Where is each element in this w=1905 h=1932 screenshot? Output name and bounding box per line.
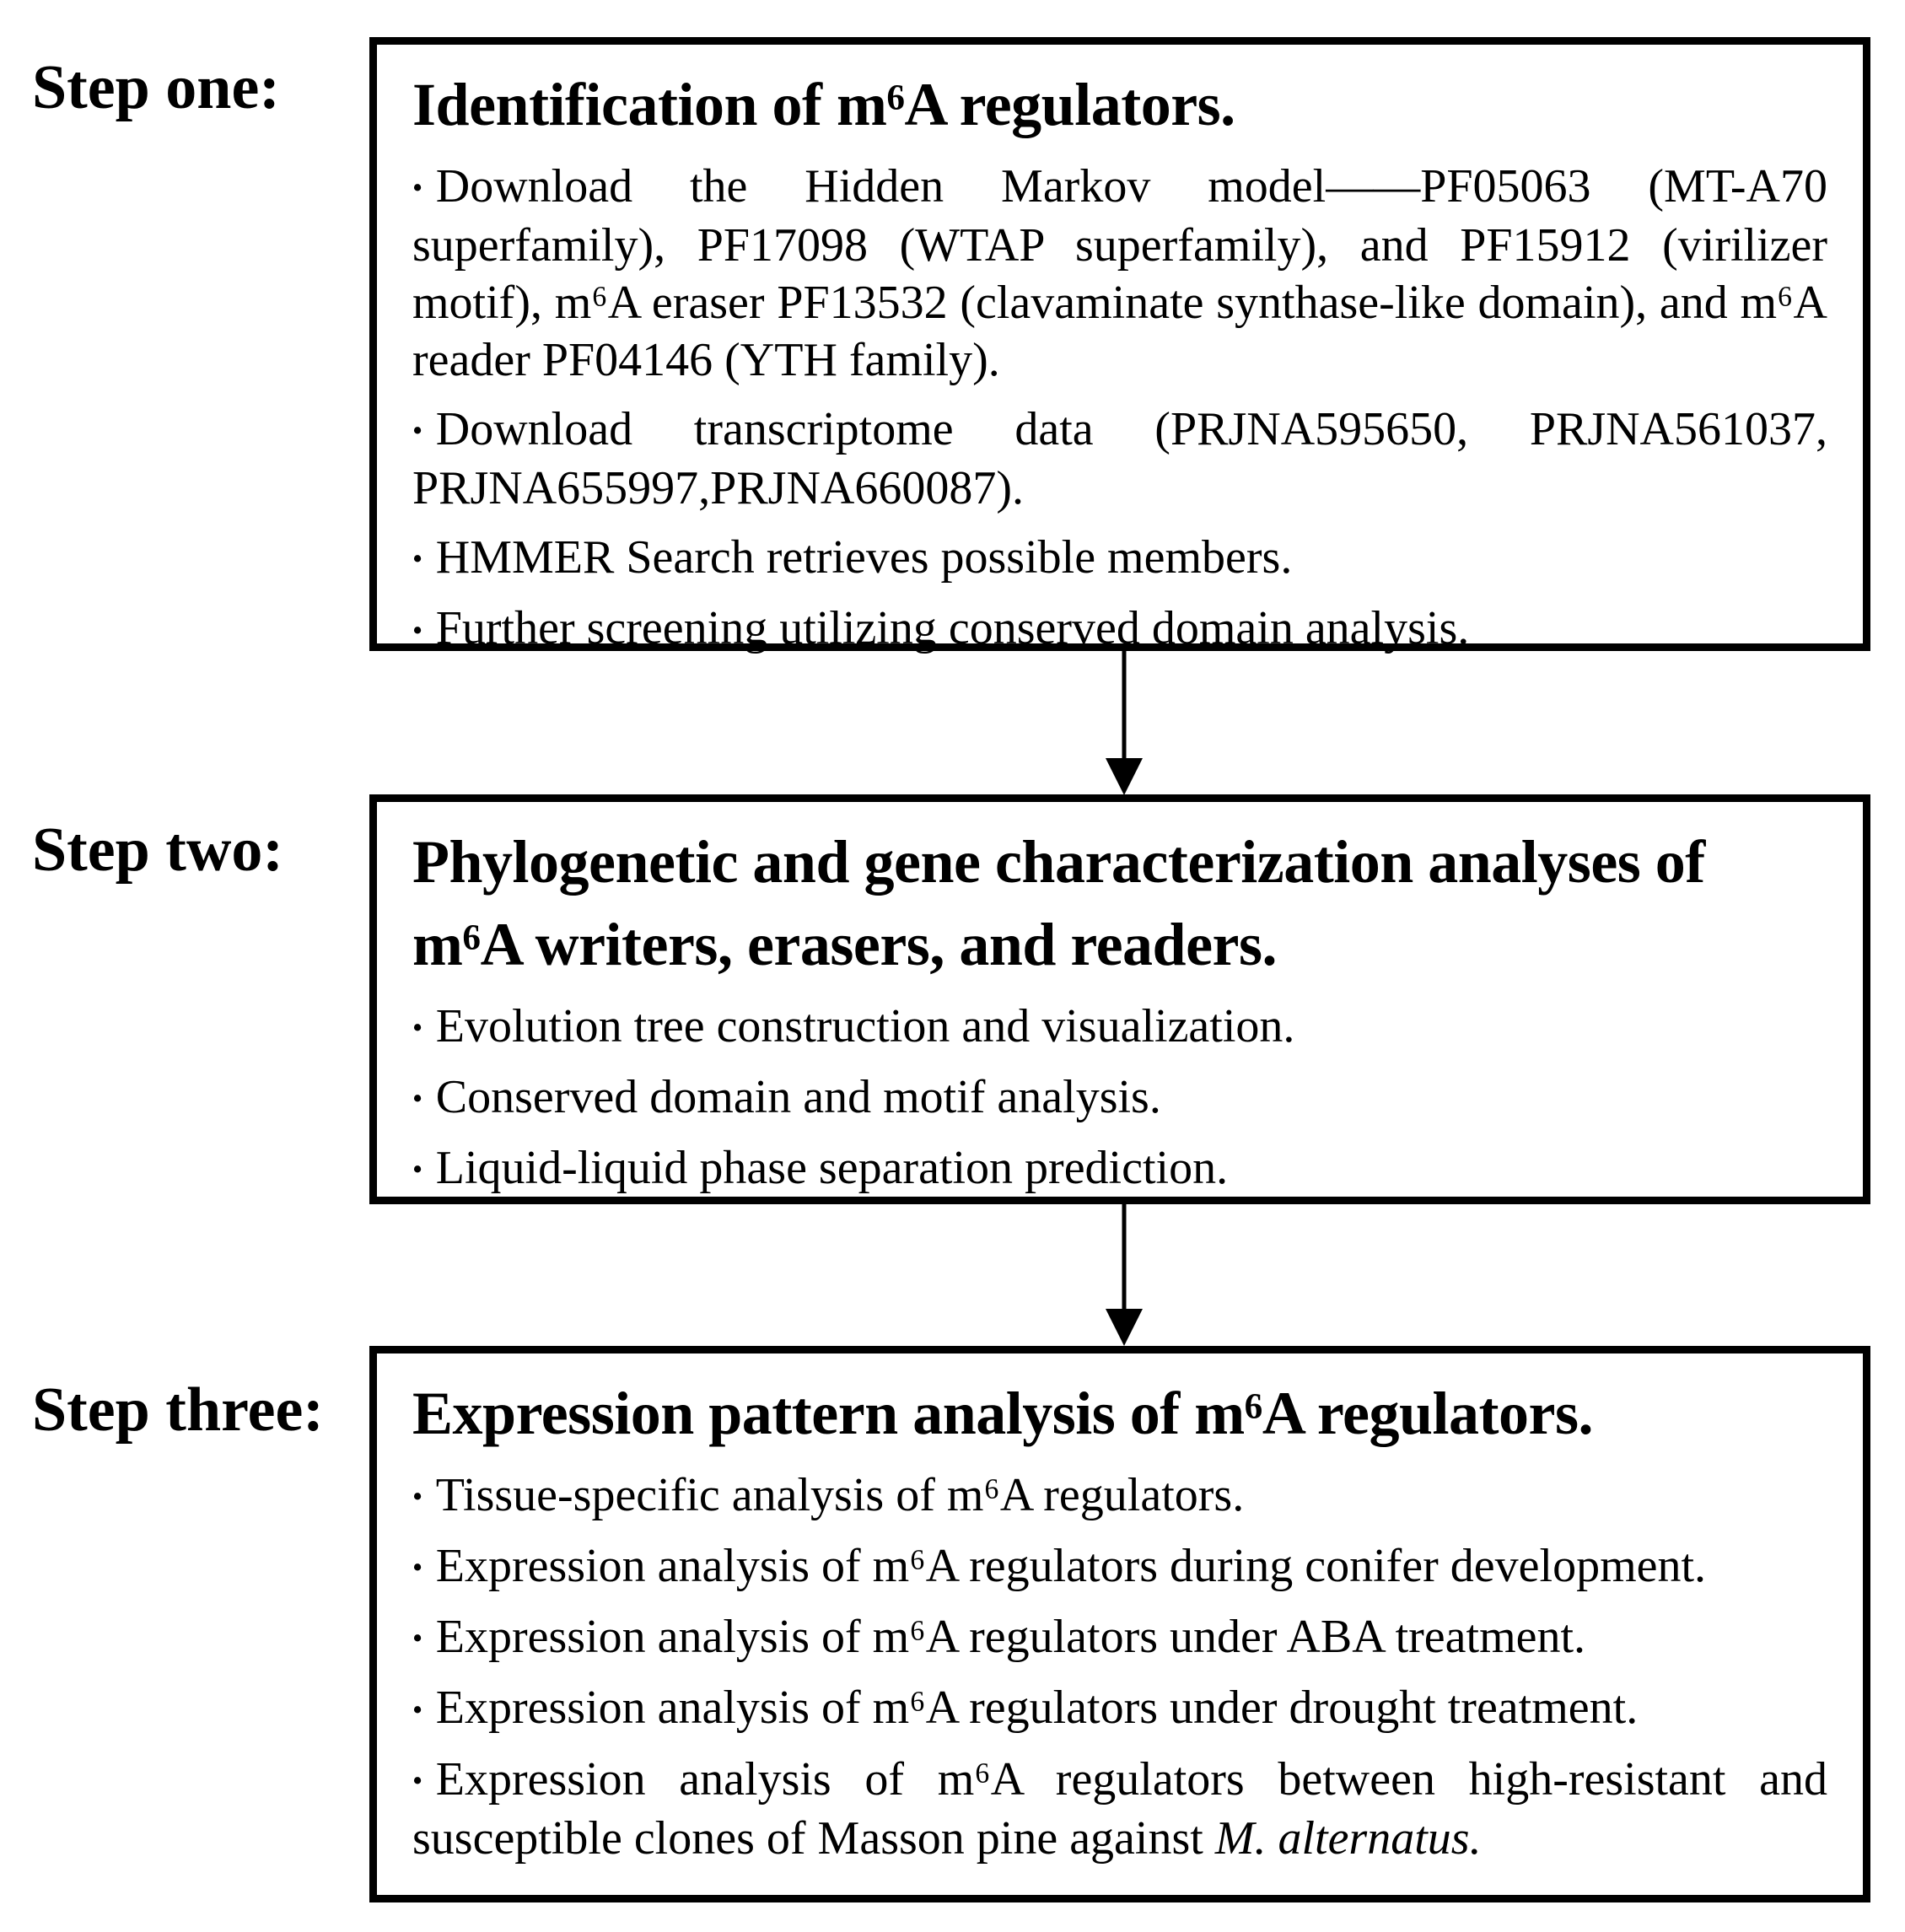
bullet-text: Download transcriptome data (PRJNA595650… (412, 403, 1827, 515)
step-two-title: Phylogenetic and gene characterization a… (412, 828, 1705, 978)
arrow-step2-to-step3 (1105, 1204, 1144, 1346)
arrow-shaft (1122, 651, 1127, 761)
bullet-icon: • (412, 171, 423, 205)
bullet-item: • Evolution tree construction and visuali… (412, 998, 1827, 1057)
bullet-icon: • (412, 1011, 423, 1045)
bullet-item: •Download transcriptome data (PRJNA59565… (412, 401, 1827, 517)
bullet-item: •Expression analysis of m⁶A regulators b… (412, 1751, 1827, 1867)
bullet-item: • Expression analysis of m⁶A regulators u… (412, 1608, 1827, 1667)
bullet-icon: • (412, 1153, 423, 1187)
bullet-item: •Download the Hidden Markov model——PF050… (412, 158, 1827, 389)
bullet-item: • Expression analysis of m⁶A regulators d… (412, 1537, 1827, 1596)
bullet-icon: • (412, 1693, 423, 1726)
bullet-icon: • (412, 1082, 423, 1116)
step-one-title: Identification of m⁶A regulators. (412, 71, 1235, 138)
step-three-label: Step three: (32, 1375, 324, 1445)
arrow-step1-to-step2 (1105, 651, 1144, 795)
bullet-item: • Expression analysis of m⁶A regulators u… (412, 1679, 1827, 1738)
bullet-item: • Further screening utilizing conserved d… (412, 600, 1827, 659)
step-two-box: Phylogenetic and gene characterization a… (369, 794, 1870, 1204)
bullet-text: Expression analysis of m⁶A regulators un… (435, 1682, 1639, 1735)
arrow-head-icon (1106, 758, 1143, 795)
bullet-text: Tissue-specific analysis of m⁶A regulato… (435, 1469, 1245, 1521)
bullet-icon: • (412, 1480, 423, 1514)
bullet-text: Expression analysis of m⁶A regulators un… (435, 1611, 1586, 1664)
bullet-item: • Conserved domain and motif analysis. (412, 1068, 1827, 1127)
bullet-text-italic: M. alternatus. (1214, 1811, 1482, 1865)
bullet-text: HMMER Search retrieves possible members. (435, 531, 1293, 584)
bullet-icon: • (412, 1622, 423, 1655)
bullet-text: Expression analysis of m⁶A regulators be… (412, 1752, 1827, 1865)
step-three-box: Expression pattern analysis of m⁶A regul… (369, 1346, 1870, 1902)
bullet-text: Conserved domain and motif analysis. (435, 1071, 1161, 1124)
arrow-shaft (1122, 1204, 1127, 1312)
step-one-label: Step one: (32, 53, 280, 122)
bullet-icon: • (412, 1763, 423, 1797)
bullet-icon: • (412, 414, 423, 448)
bullet-text: Liquid-liquid phase separation predictio… (435, 1142, 1229, 1195)
step-two-label: Step two: (32, 815, 284, 885)
bullet-text: Evolution tree construction and visualiz… (435, 1000, 1295, 1052)
bullet-icon: • (412, 542, 423, 576)
bullet-item: • HMMER Search retrieves possible members… (412, 529, 1827, 588)
step-three-title: Expression pattern analysis of m⁶A regul… (412, 1380, 1593, 1447)
bullet-icon: • (412, 1551, 423, 1585)
bullet-text: Further screening utilizing conserved do… (435, 602, 1470, 655)
step-one-box: Identification of m⁶A regulators. •Downl… (369, 37, 1870, 654)
bullet-item: • Liquid-liquid phase separation predicti… (412, 1139, 1827, 1198)
bullet-item: • Tissue-specific analysis of m⁶A regulat… (412, 1466, 1827, 1526)
bullet-icon: • (412, 613, 423, 647)
bullet-text: Expression analysis of m⁶A regulators du… (435, 1540, 1707, 1593)
bullet-text: Download the Hidden Markov model——PF0506… (412, 160, 1827, 387)
arrow-head-icon (1106, 1309, 1143, 1346)
